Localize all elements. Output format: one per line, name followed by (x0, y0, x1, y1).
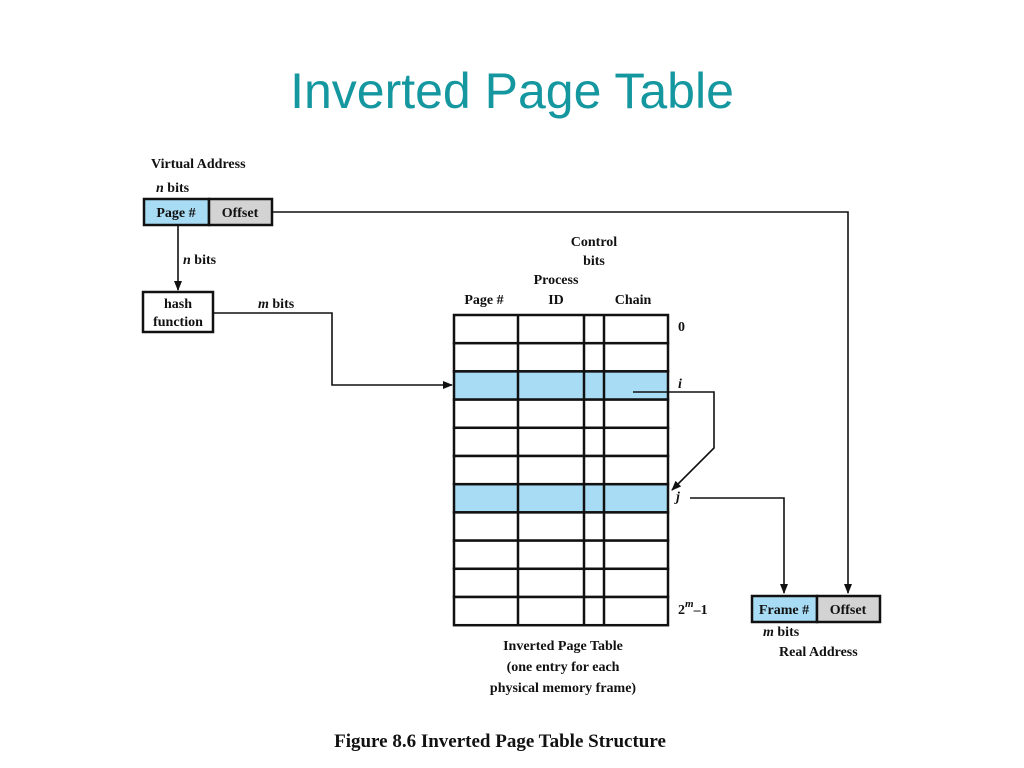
offset-to-real-address-arrow (272, 211, 852, 594)
table-row (452, 341, 670, 373)
table-row (452, 567, 670, 599)
real-address-label: Real Address (779, 645, 858, 660)
real-frame-number-field (750, 594, 819, 624)
virtual-address-bits-label: n bits (156, 181, 190, 196)
figure-caption: Figure 8.6 Inverted Page Table Structure (334, 731, 666, 752)
real-offset-label: Offset (830, 603, 867, 618)
table-row (452, 398, 670, 430)
table-row (452, 511, 670, 542)
header-control-bits-line2: bits (583, 254, 605, 269)
hash-function-line1: hash (164, 297, 192, 312)
table-row (452, 313, 670, 345)
header-process-id-line1: Process (534, 273, 579, 288)
virtual-page-number-field (142, 197, 211, 227)
table-caption-line1: Inverted Page Table (503, 639, 623, 654)
table-row (452, 539, 670, 571)
table-row-highlighted (452, 370, 670, 401)
row-label-i: i (678, 377, 682, 392)
virtual-page-number-label: Page # (156, 206, 195, 221)
table-caption-line3: physical memory frame) (490, 681, 637, 696)
hash-input-bits-label: n bits (183, 253, 217, 268)
hash-function-line2: function (153, 315, 203, 330)
virtual-offset-field (207, 197, 274, 227)
row-label-zero: 0 (678, 320, 685, 335)
virtual-address-label: Virtual Address (151, 157, 246, 172)
table-row (452, 454, 670, 486)
hash-output-bits-label: m bits (258, 297, 295, 312)
header-process-id-line2: ID (548, 293, 564, 308)
slide-title: Inverted Page Table (290, 63, 734, 119)
header-page-number: Page # (464, 293, 503, 308)
real-frame-number-label: Frame # (759, 603, 809, 618)
header-chain: Chain (615, 293, 652, 308)
j-to-frame-arrow (690, 497, 788, 594)
hash-to-table-arrow (213, 312, 453, 389)
chain-i-to-j-arrow (633, 391, 715, 491)
table-caption-line2: (one entry for each (507, 660, 620, 675)
table-row (452, 426, 670, 458)
hash-function-box (141, 290, 215, 334)
inverted-page-table (452, 313, 670, 627)
table-row (452, 595, 670, 627)
real-offset-field (815, 594, 882, 624)
real-address-bits-label: m bits (763, 625, 800, 640)
virtual-offset-label: Offset (222, 206, 259, 221)
header-control-bits-line1: Control (571, 235, 618, 250)
row-label-j: j (674, 490, 680, 505)
row-label-last: 2m–1 (678, 598, 708, 618)
table-row-highlighted (452, 482, 670, 514)
